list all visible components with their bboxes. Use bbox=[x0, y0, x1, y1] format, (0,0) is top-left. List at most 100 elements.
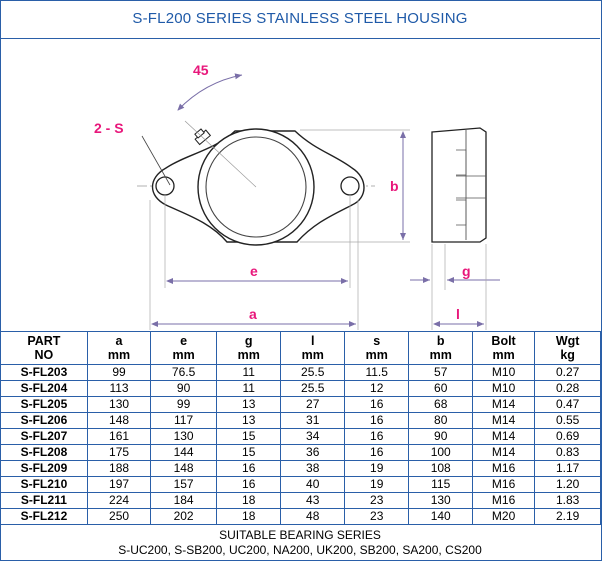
table-cell: 76.5 bbox=[150, 364, 217, 381]
table-cell: 16 bbox=[343, 396, 410, 413]
table-cell: 0.47 bbox=[534, 396, 601, 413]
column-header-unit: mm bbox=[172, 348, 195, 362]
table-cell: 11 bbox=[215, 380, 282, 397]
column-header-label: Wgt bbox=[555, 334, 580, 348]
table-cell: 0.69 bbox=[534, 428, 601, 445]
housing-diagram: 45 2 - S b e a g l bbox=[94, 62, 500, 330]
table-cell: 15 bbox=[215, 444, 282, 461]
angle-label: 45 bbox=[193, 62, 209, 78]
table-cell: 16 bbox=[343, 428, 410, 445]
table-cell: 36 bbox=[280, 444, 345, 461]
table-cell: 19 bbox=[343, 460, 410, 477]
table-cell: 184 bbox=[150, 492, 217, 509]
part-number-cell: S-FL208 bbox=[0, 444, 88, 461]
table-cell: 2.19 bbox=[534, 508, 601, 525]
table-cell: 90 bbox=[150, 380, 217, 397]
holes-label: 2 - S bbox=[94, 120, 124, 136]
table-cell: 117 bbox=[150, 412, 217, 429]
angle-arc bbox=[177, 73, 243, 111]
table-cell: 1.17 bbox=[534, 460, 601, 477]
table-cell: 99 bbox=[86, 364, 152, 381]
footer-heading: SUITABLE BEARING SERIES bbox=[219, 528, 381, 542]
table-cell: M10 bbox=[471, 380, 536, 397]
dimension-l-label: l bbox=[456, 306, 460, 322]
table-cell: 1.20 bbox=[534, 476, 601, 493]
column-header-unit: mm bbox=[301, 348, 324, 362]
table-cell: 130 bbox=[408, 492, 473, 509]
column-header-label: l bbox=[310, 334, 315, 348]
table-cell: M14 bbox=[471, 412, 536, 429]
side-view bbox=[431, 127, 487, 243]
table-cell: 68 bbox=[408, 396, 473, 413]
table-cell: 140 bbox=[408, 508, 473, 525]
table-cell: 148 bbox=[86, 412, 152, 429]
table-cell: 25.5 bbox=[280, 380, 345, 397]
table-cell: 130 bbox=[86, 396, 152, 413]
table-cell: 12 bbox=[343, 380, 410, 397]
table-cell: 11.5 bbox=[343, 364, 410, 381]
table-cell: 48 bbox=[280, 508, 345, 525]
table-cell: 40 bbox=[280, 476, 345, 493]
angle-reference-line bbox=[184, 120, 257, 188]
bolt-hole-right bbox=[340, 176, 360, 196]
part-number-cell: S-FL205 bbox=[0, 396, 88, 413]
table-cell: 16 bbox=[343, 412, 410, 429]
footer-series-list: S-UC200, S-SB200, UC200, NA200, UK200, S… bbox=[118, 543, 482, 557]
table-cell: 202 bbox=[150, 508, 217, 525]
table-cell: 188 bbox=[86, 460, 152, 477]
column-header-label: e bbox=[180, 334, 188, 348]
table-cell: 16 bbox=[215, 476, 282, 493]
part-number-cell: S-FL211 bbox=[0, 492, 88, 509]
table-cell: 31 bbox=[280, 412, 345, 429]
table-cell: 144 bbox=[150, 444, 217, 461]
table-cell: 100 bbox=[408, 444, 473, 461]
suitable-bearing-series: SUITABLE BEARING SERIES S-UC200, S-SB200… bbox=[0, 528, 600, 558]
table-cell: M20 bbox=[471, 508, 536, 525]
part-number-cell: S-FL206 bbox=[0, 412, 88, 429]
holes-leader-line bbox=[141, 135, 171, 186]
table-cell: M14 bbox=[471, 428, 536, 445]
table-cell: M16 bbox=[471, 460, 536, 477]
table-cell: 115 bbox=[408, 476, 473, 493]
dimension-b-label: b bbox=[390, 178, 399, 194]
table-cell: 23 bbox=[343, 508, 410, 525]
column-header-unit: NO bbox=[34, 348, 54, 362]
table-cell: 108 bbox=[408, 460, 473, 477]
table-cell: 0.27 bbox=[534, 364, 601, 381]
table-cell: 224 bbox=[86, 492, 152, 509]
part-number-cell: S-FL204 bbox=[0, 380, 88, 397]
table-cell: 27 bbox=[280, 396, 345, 413]
table-cell: 80 bbox=[408, 412, 473, 429]
table-cell: 18 bbox=[215, 492, 282, 509]
table-cell: 11 bbox=[215, 364, 282, 381]
part-number-cell: S-FL207 bbox=[0, 428, 88, 445]
table-cell: 175 bbox=[86, 444, 152, 461]
dimension-a-label: a bbox=[249, 306, 257, 322]
part-number-cell: S-FL203 bbox=[0, 364, 88, 381]
dimension-e-label: e bbox=[250, 263, 258, 279]
column-header-unit: mm bbox=[429, 348, 452, 362]
column-header-label: b bbox=[436, 334, 445, 348]
table-cell: 1.83 bbox=[534, 492, 601, 509]
column-header-unit: mm bbox=[107, 348, 131, 362]
housing-bore-circle bbox=[205, 136, 307, 238]
table-cell: 113 bbox=[86, 380, 152, 397]
table-cell: M16 bbox=[471, 492, 536, 509]
table-cell: 90 bbox=[408, 428, 473, 445]
